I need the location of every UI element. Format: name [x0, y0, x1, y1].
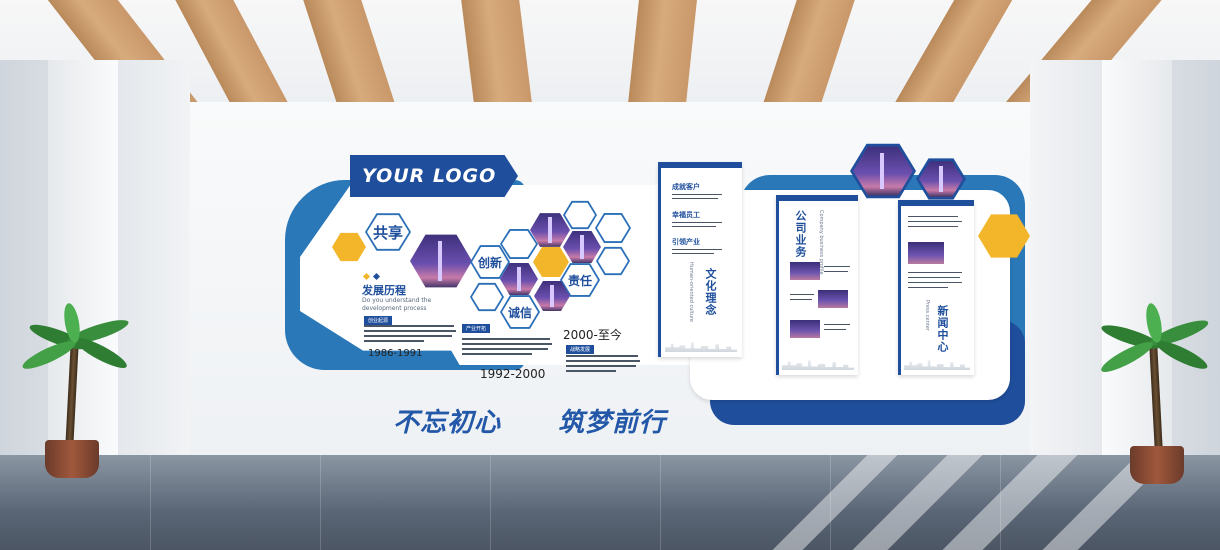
paragraph-line — [566, 355, 638, 357]
paragraph-line — [462, 353, 532, 355]
paragraph-line — [364, 340, 424, 342]
paragraph-line — [908, 226, 958, 227]
history-year-1: 1986-1991 — [368, 348, 423, 359]
city-photo-hexagon — [530, 213, 570, 247]
history-title: 发展历程 — [362, 284, 406, 297]
plant-pot — [1130, 446, 1184, 484]
history-year-2: 1992-2000 — [480, 367, 546, 381]
panel-top-bar — [658, 162, 742, 168]
paragraph-line — [672, 198, 718, 199]
history-subtitle-line1: Do you understand the — [362, 297, 432, 304]
culture-item-3: 引领产业 — [672, 238, 700, 246]
right-pillar — [1102, 60, 1172, 460]
history-year-3: 2000-至今 — [563, 328, 622, 342]
culture-title: 文化理念 — [704, 268, 717, 316]
slogan-right: 筑梦前行 — [558, 408, 667, 438]
hexagon-label-integrity: 诚信 — [507, 305, 532, 320]
paragraph-line — [566, 365, 636, 367]
culture-panel — [658, 162, 742, 357]
hexagon-label-share: 共享 — [372, 223, 403, 242]
city-skyline-graphic — [665, 342, 737, 352]
paragraph-line — [672, 249, 722, 250]
history-tag-2: 产业开拓 — [462, 324, 491, 333]
yellow-hexagon — [978, 214, 1030, 258]
paragraph-line — [672, 194, 722, 195]
paragraph-line — [908, 216, 958, 217]
left-pillar — [48, 60, 118, 460]
paragraph-line — [908, 221, 962, 222]
plant-pot — [45, 440, 99, 478]
history-subtitle-line2: development process — [362, 305, 427, 312]
paragraph-line — [908, 277, 960, 278]
culture-subtitle: Human-oriented culture — [688, 262, 694, 322]
paragraph-line — [364, 325, 454, 327]
history-tag-3: 战略发展 — [566, 345, 595, 354]
paragraph-line — [364, 335, 452, 337]
paragraph-line — [566, 360, 640, 362]
panel-top-bar — [898, 200, 974, 206]
culture-item-1: 成就客户 — [672, 183, 700, 191]
floor — [0, 455, 1220, 550]
business-thumbnail — [790, 320, 820, 338]
city-photo-hexagon — [410, 234, 472, 288]
news-subtitle: Press center — [924, 300, 930, 331]
paragraph-line — [462, 343, 552, 345]
paragraph-line — [672, 226, 716, 227]
business-title: 公司业务 — [794, 210, 807, 258]
paragraph-line — [566, 370, 616, 372]
history-tag-1: 创业起源 — [364, 316, 393, 325]
business-subtitle: Company business profile — [818, 210, 824, 275]
paragraph-line — [672, 222, 722, 223]
news-thumbnail — [908, 242, 944, 264]
paragraph-line — [672, 253, 714, 254]
panel-top-bar — [776, 195, 858, 201]
slogan-left: 不忘初心 — [393, 408, 502, 438]
culture-item-2: 幸福员工 — [672, 211, 700, 219]
hexagon-empty — [596, 246, 630, 276]
business-thumbnail — [790, 262, 820, 280]
news-title: 新闻中心 — [936, 305, 949, 353]
paragraph-line — [364, 330, 456, 332]
paragraph-line — [908, 272, 962, 273]
hexagon-empty — [563, 200, 597, 230]
city-skyline-graphic — [782, 360, 854, 370]
paragraph-line — [824, 329, 846, 330]
business-panel — [776, 195, 858, 375]
paragraph-line — [824, 324, 850, 325]
paragraph-line — [908, 282, 962, 283]
paragraph-line — [790, 299, 812, 300]
paragraph-line — [908, 287, 948, 288]
paragraph-line — [824, 271, 848, 272]
hexagon-responsibility: 责任 — [560, 263, 600, 297]
city-skyline-graphic — [904, 360, 970, 370]
paragraph-line — [462, 338, 550, 340]
paragraph-line — [790, 294, 814, 295]
logo-banner: YOUR LOGO — [350, 155, 518, 197]
hexagon-label-responsibility: 责任 — [567, 273, 592, 288]
paragraph-line — [824, 266, 850, 267]
logo-text: YOUR LOGO — [362, 165, 497, 187]
hexagon-label-innovate: 创新 — [477, 255, 502, 270]
paragraph-line — [462, 348, 548, 350]
business-thumbnail — [818, 290, 848, 308]
